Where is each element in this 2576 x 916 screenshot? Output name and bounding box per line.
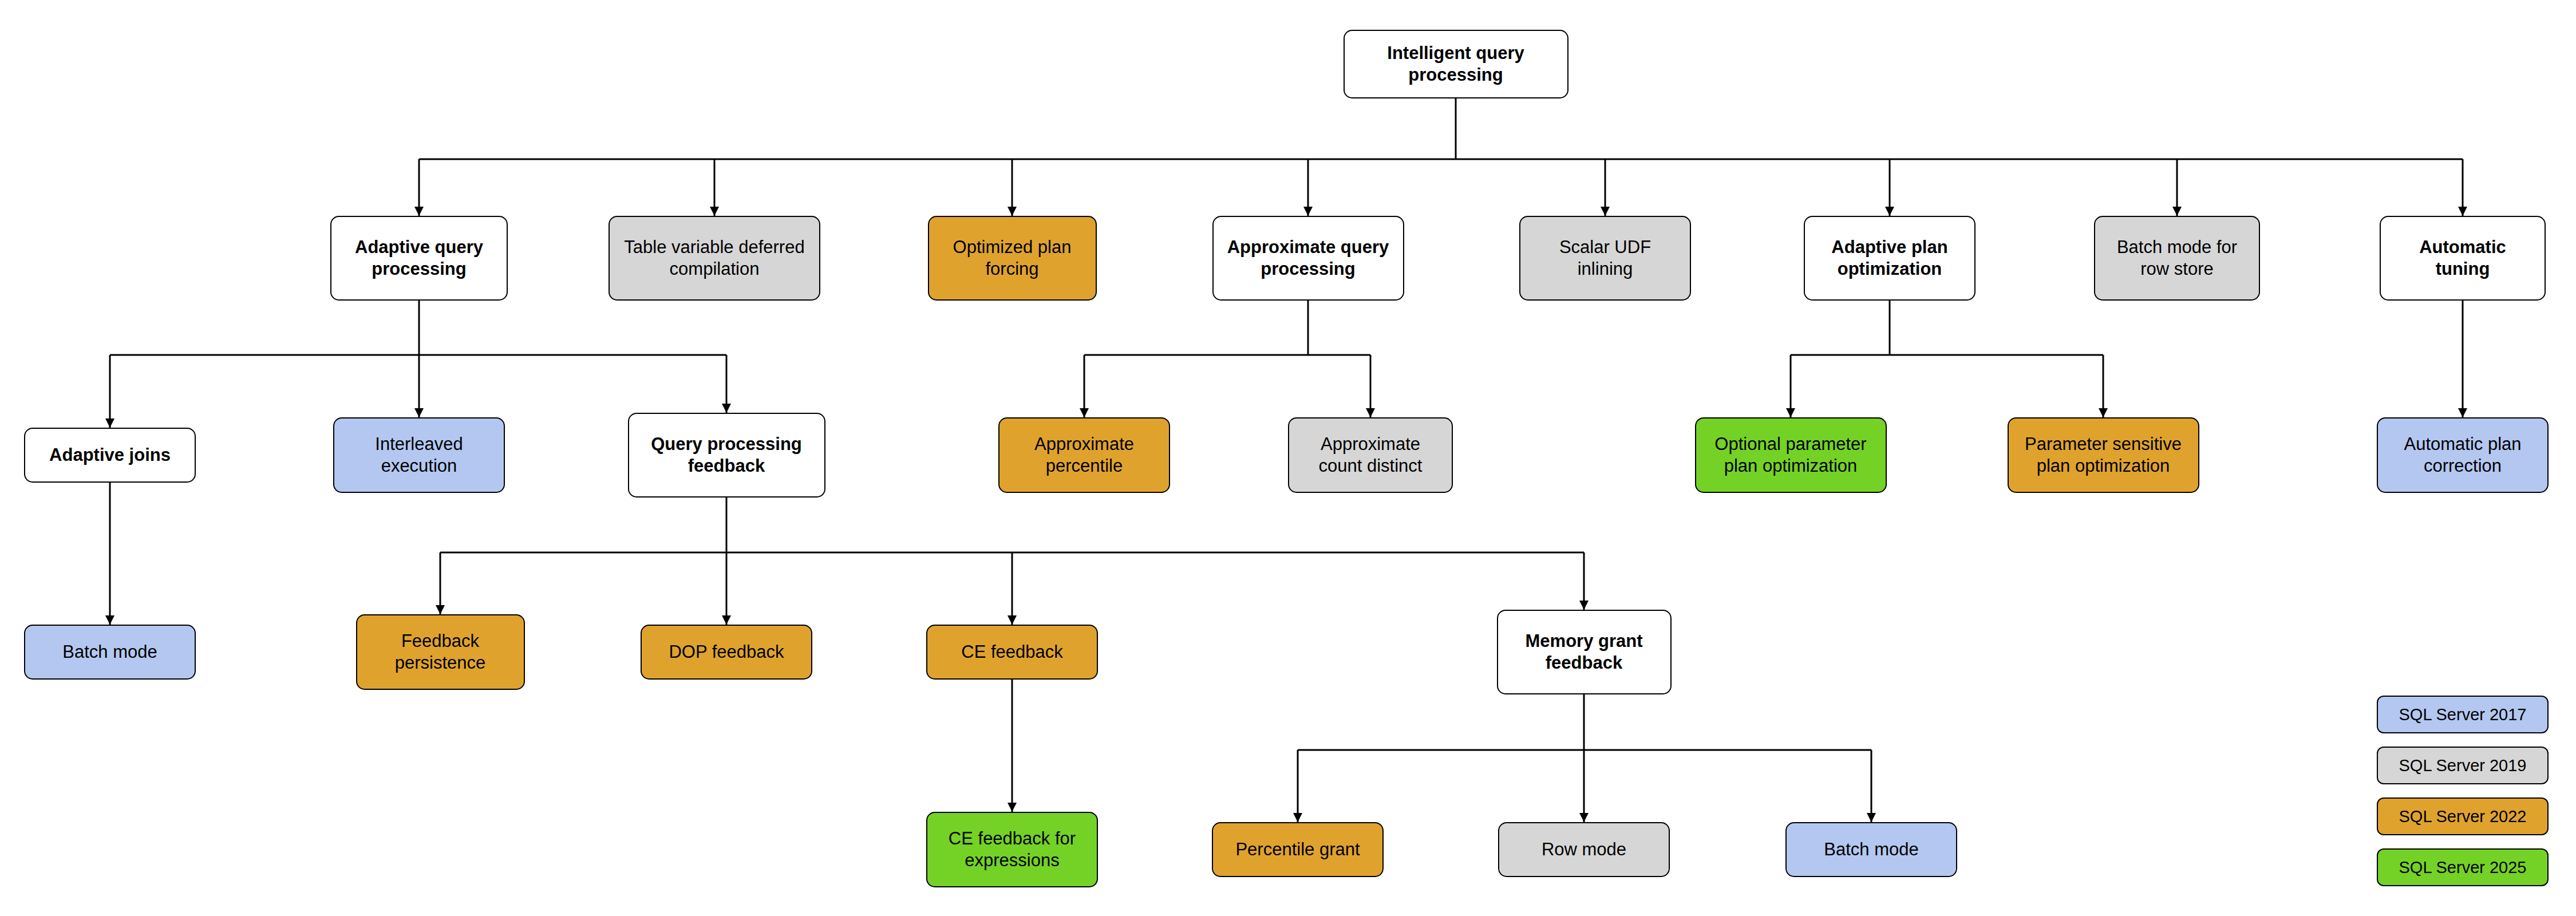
node-adaptive-joins: Adaptive joins <box>24 428 196 483</box>
node-automatic-tuning: Automatic tuning <box>2380 216 2546 301</box>
node-root: Intelligent query processing <box>1344 30 1568 98</box>
node-query-processing-feedback: Query processing feedback <box>628 413 825 498</box>
node-approximate-query-processing: Approximate query processing <box>1212 216 1404 301</box>
legend-item-sql-server-2019: SQL Server 2019 <box>2377 747 2549 784</box>
node-approximate-count-distinct: Approximate count distinct <box>1288 417 1453 493</box>
node-adaptive-query-processing: Adaptive query processing <box>330 216 508 301</box>
node-scalar-udf-inlining: Scalar UDF inlining <box>1519 216 1691 301</box>
node-dop-feedback: DOP feedback <box>641 625 812 680</box>
node-interleaved-execution: Interleaved execution <box>333 417 505 493</box>
node-adaptive-plan-optimization: Adaptive plan optimization <box>1804 216 1976 301</box>
node-optimized-plan-forcing: Optimized plan forcing <box>928 216 1097 301</box>
node-batch-mode-adaptive-joins: Batch mode <box>24 625 196 680</box>
node-batch-mode-row-store: Batch mode for row store <box>2094 216 2260 301</box>
node-approximate-percentile: Approximate percentile <box>998 417 1170 493</box>
node-feedback-persistence: Feedback persistence <box>356 614 525 690</box>
node-percentile-grant: Percentile grant <box>1212 822 1384 877</box>
node-table-variable-deferred-compilation: Table variable deferred compilation <box>609 216 820 301</box>
node-optional-parameter-plan-optimization: Optional parameter plan optimization <box>1695 417 1887 493</box>
node-automatic-plan-correction: Automatic plan correction <box>2377 417 2549 493</box>
legend-item-sql-server-2022: SQL Server 2022 <box>2377 797 2549 835</box>
node-memory-grant-feedback: Memory grant feedback <box>1497 610 1672 694</box>
node-parameter-sensitive-plan-optimization: Parameter sensitive plan optimization <box>2008 417 2199 493</box>
node-row-mode: Row mode <box>1498 822 1670 877</box>
legend-item-sql-server-2025: SQL Server 2025 <box>2377 848 2549 886</box>
node-ce-feedback: CE feedback <box>926 625 1098 680</box>
node-batch-mode-memory-grant: Batch mode <box>1785 822 1957 877</box>
node-ce-feedback-for-expressions: CE feedback for expressions <box>926 812 1098 887</box>
legend-item-sql-server-2017: SQL Server 2017 <box>2377 696 2549 733</box>
